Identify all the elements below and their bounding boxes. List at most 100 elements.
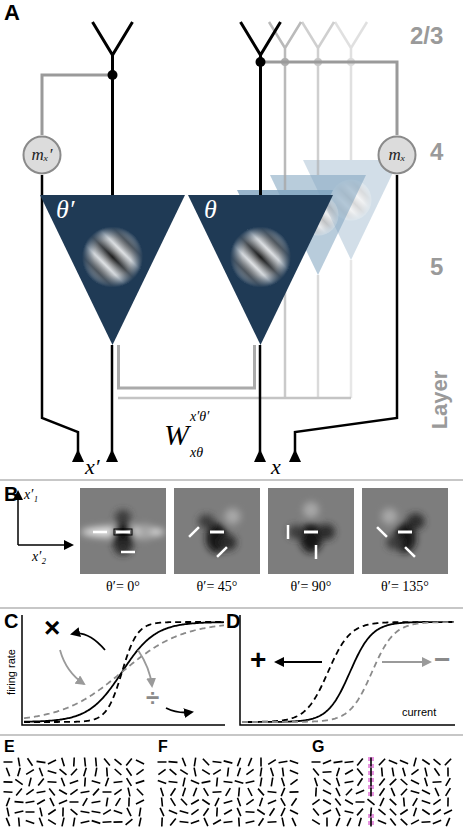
texture-segment <box>92 821 101 824</box>
texture-segment <box>4 791 13 793</box>
texture-segment <box>237 808 240 816</box>
texture-segment <box>202 770 210 775</box>
texture-segment <box>73 758 75 767</box>
texture-segment <box>378 820 386 823</box>
figure-label: Layer <box>429 371 451 430</box>
texture-segment <box>59 800 67 803</box>
plot-axes <box>240 615 455 725</box>
texture-segment <box>224 821 233 823</box>
node-circle <box>379 137 416 174</box>
figure-label: x′₁ <box>24 488 38 502</box>
texture-segment <box>271 768 274 777</box>
texture-segment <box>323 760 331 764</box>
texture-segment <box>169 781 178 782</box>
texture-segment <box>334 761 343 762</box>
texture-segment <box>281 788 285 796</box>
texture-segment <box>193 788 196 796</box>
texture-segment <box>281 808 285 816</box>
texture-segment <box>447 768 449 777</box>
texture-segment <box>238 818 240 827</box>
texture-segment <box>401 789 407 796</box>
input-terminal <box>72 449 84 462</box>
texture-segment <box>106 798 107 807</box>
texture-segment <box>315 778 318 787</box>
texture-segment <box>246 811 255 813</box>
texture-segment <box>103 810 111 815</box>
texture-segment <box>370 788 372 797</box>
dendrite <box>335 22 367 160</box>
texture-segment <box>357 768 363 775</box>
texture-segment <box>61 778 64 786</box>
texture-segment <box>180 811 189 813</box>
texture-segment <box>379 778 385 785</box>
texture-segment <box>161 818 163 827</box>
texture-segment <box>291 798 296 805</box>
texture-segment <box>136 781 145 784</box>
texture-segment <box>433 799 440 804</box>
figure-label: G <box>312 739 324 755</box>
texture-segment <box>191 820 199 823</box>
input-terminal <box>106 449 118 462</box>
grating-fade <box>230 227 291 288</box>
texture-segment <box>312 799 319 804</box>
axon <box>284 290 287 398</box>
texture-segment <box>411 791 420 794</box>
texture-segment <box>27 758 32 765</box>
texture-segment <box>381 768 383 777</box>
transform-arrow <box>60 650 84 684</box>
texture-segment <box>15 811 24 813</box>
texture-segment <box>158 761 167 763</box>
texture-segment <box>260 768 261 777</box>
texture-segment <box>158 769 165 774</box>
plot-axes <box>22 615 225 725</box>
texture-segment <box>433 781 442 783</box>
texture-segment <box>281 798 285 806</box>
texture-segment <box>444 810 452 814</box>
texture-segment <box>73 818 74 827</box>
texture-segment <box>248 758 251 766</box>
texture-segment <box>378 809 385 815</box>
texture-segment <box>312 820 320 825</box>
texture-segment <box>227 768 228 777</box>
transform-arrow <box>72 633 105 650</box>
texture-segment <box>83 798 87 806</box>
texture-segment <box>389 760 397 763</box>
texture-segment <box>290 810 298 814</box>
texture-segment <box>6 818 9 826</box>
texture-segment <box>414 758 416 767</box>
input-wire <box>111 345 114 452</box>
texture-segment <box>246 781 255 783</box>
texture-segment <box>126 819 133 825</box>
texture-segment <box>290 779 297 784</box>
panel-divider <box>0 607 463 609</box>
figure-label: B <box>4 484 18 504</box>
texture-segment <box>447 798 449 807</box>
texture-segment <box>347 818 351 826</box>
texture-segment <box>213 770 221 775</box>
texture-segment <box>336 818 340 826</box>
texture-segment <box>37 761 46 762</box>
texture-segment <box>271 778 272 787</box>
texture-segment <box>323 810 331 814</box>
texture-segment <box>445 759 451 765</box>
texture-segment <box>4 761 13 763</box>
texture-segment <box>414 808 417 817</box>
contour-highlight <box>368 757 374 828</box>
texture-segment <box>39 768 42 776</box>
texture-segment <box>425 768 427 777</box>
texture-segment <box>48 781 57 783</box>
axon <box>317 275 320 398</box>
texture-segment <box>29 778 31 787</box>
connection-wire <box>119 345 255 388</box>
panel-divider <box>0 734 463 736</box>
texture-segment <box>70 780 78 783</box>
texture-segment <box>16 789 22 796</box>
texture-segment <box>48 760 56 764</box>
texture-segment <box>103 791 112 793</box>
input-wire <box>42 175 78 452</box>
texture-segment <box>39 818 42 826</box>
texture-segment <box>114 781 123 782</box>
texture-segment <box>390 799 397 805</box>
texture-segment <box>6 768 9 776</box>
texture-segment <box>48 809 55 814</box>
